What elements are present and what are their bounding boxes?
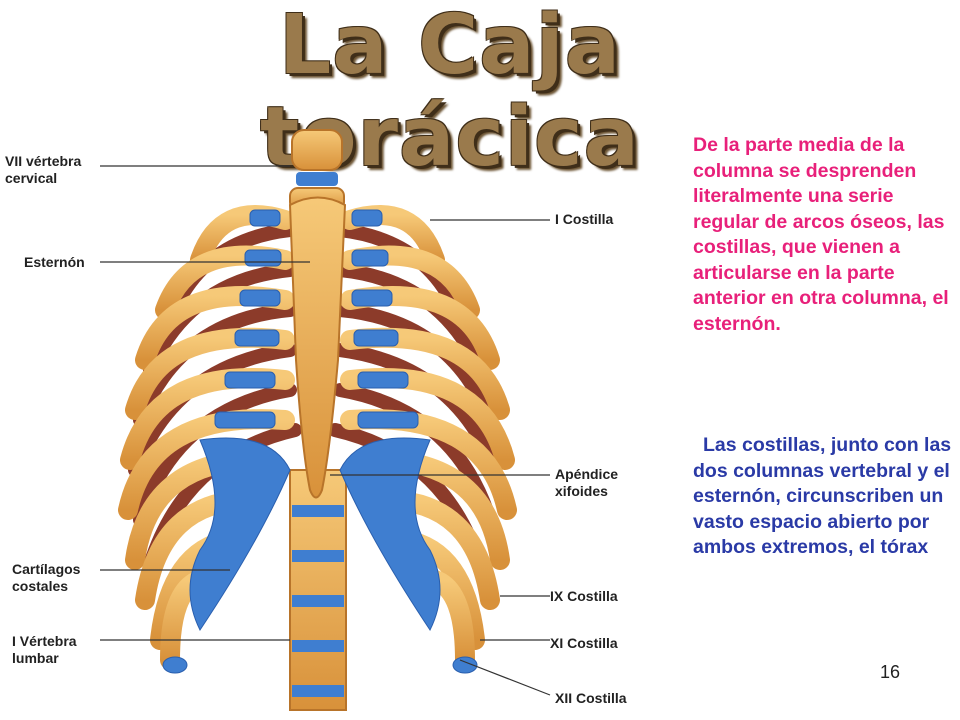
- label-i-costilla: I Costilla: [555, 211, 614, 227]
- costal-cartilages: [162, 209, 478, 674]
- label-vii-vertebra-cervical: VII vértebra cervical: [5, 153, 82, 186]
- label-apendice-xifoides: Apéndice xifoides: [555, 466, 619, 499]
- label-xii-costilla: XII Costilla: [555, 690, 627, 706]
- label-i-vertebra-lumbar: I Vértebra lumbar: [12, 633, 77, 666]
- label-esternon: Esternón: [24, 254, 85, 270]
- slide-title: La Caja torácica: [260, 0, 640, 185]
- description-paragraph-2: Las costillas, junto con las dos columna…: [693, 434, 952, 558]
- rib-cage-illustration: [100, 129, 551, 711]
- label-xi-costilla: XI Costilla: [550, 635, 618, 651]
- page-number: 16: [880, 662, 901, 682]
- vertebral-column: [289, 129, 347, 711]
- sternum: [288, 196, 347, 499]
- label-ix-costilla: IX Costilla: [550, 588, 618, 604]
- label-leader-lines: [100, 165, 551, 696]
- description-paragraph-1: De la parte media de la columna se despr…: [693, 134, 949, 335]
- label-cartilagos-costales: Cartílagos costales: [12, 561, 81, 594]
